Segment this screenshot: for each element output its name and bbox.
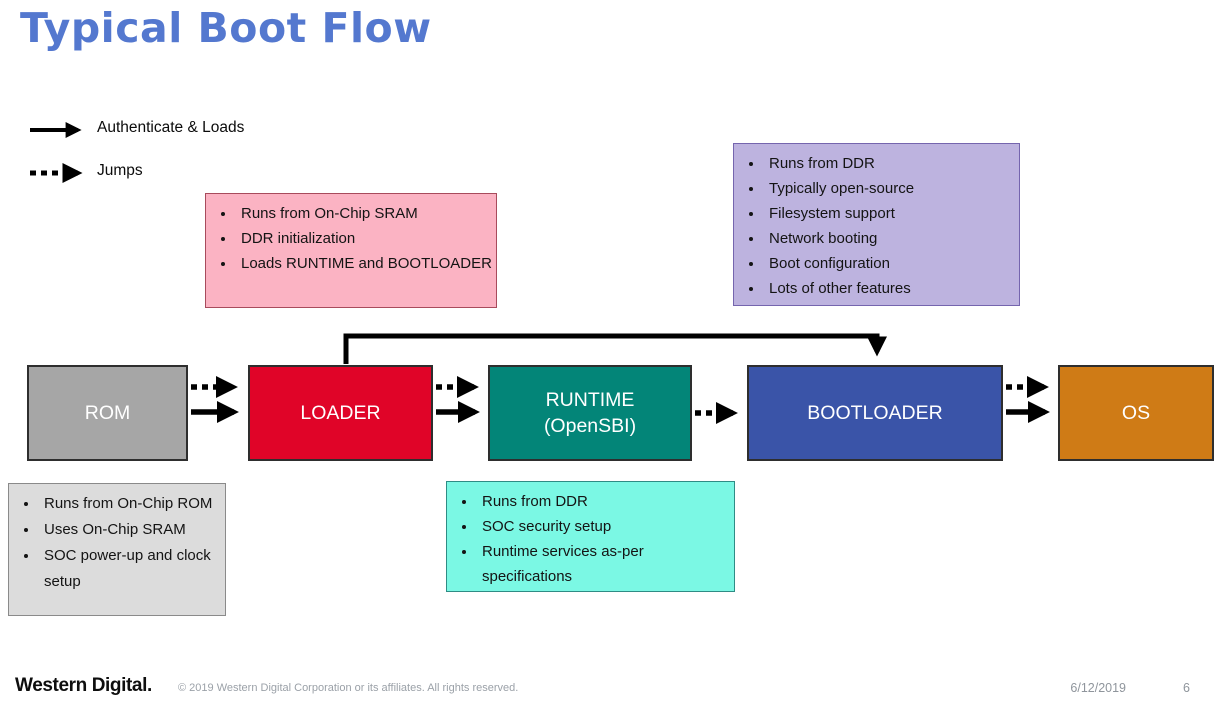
- bullet-item: Runtime services as-per specifications: [477, 539, 734, 589]
- flow-box-runtime: RUNTIME (OpenSBI): [488, 365, 692, 461]
- bullet-item: Uses On-Chip SRAM: [39, 517, 225, 543]
- bullet-item: Runs from DDR: [764, 151, 1019, 176]
- flow-box-os-label: OS: [1121, 401, 1151, 424]
- callout-runtime-list: Runs from DDR SOC security setup Runtime…: [447, 489, 734, 589]
- bullet-item: Filesystem support: [764, 201, 1019, 226]
- bullet-item: Loads RUNTIME and BOOTLOADER: [236, 251, 496, 276]
- arrow-auth-loader-bootloader: [343, 333, 887, 364]
- flow-box-bootloader-label: BOOTLOADER: [807, 401, 943, 424]
- footer-page-number: 6: [1183, 681, 1190, 695]
- bullet-item: Boot configuration: [764, 251, 1019, 276]
- callout-bootloader-notes: Runs from DDR Typically open-source File…: [733, 143, 1020, 306]
- page-title: Typical Boot Flow: [20, 4, 432, 52]
- bullet-item: Typically open-source: [764, 176, 1019, 201]
- legend-dotted-label: Jumps: [97, 162, 143, 179]
- callout-loader-list: Runs from On-Chip SRAM DDR initializatio…: [206, 201, 496, 276]
- callout-rom-list: Runs from On-Chip ROM Uses On-Chip SRAM …: [9, 491, 225, 595]
- flow-box-os: OS: [1058, 365, 1214, 461]
- flow-box-runtime-label: RUNTIME: [545, 388, 635, 411]
- western-digital-logo: Western Digital.: [15, 675, 152, 696]
- flow-box-rom: ROM: [27, 365, 188, 461]
- bullet-item: Network booting: [764, 226, 1019, 251]
- bullet-item: SOC power-up and clock setup: [39, 543, 225, 595]
- footer-copyright: © 2019 Western Digital Corporation or it…: [178, 682, 519, 694]
- flow-box-runtime-sublabel: (OpenSBI): [543, 415, 637, 437]
- bullet-item: Lots of other features: [764, 276, 1019, 301]
- bullet-item: Runs from DDR: [477, 489, 734, 514]
- callout-runtime-notes: Runs from DDR SOC security setup Runtime…: [446, 481, 735, 592]
- flow-box-rom-label: ROM: [84, 401, 131, 424]
- legend-solid-label: Authenticate & Loads: [97, 119, 245, 136]
- flow-box-bootloader: BOOTLOADER: [747, 365, 1003, 461]
- flow-box-loader: LOADER: [248, 365, 433, 461]
- footer-date: 6/12/2019: [1070, 681, 1126, 695]
- bullet-item: SOC security setup: [477, 514, 734, 539]
- flow-box-loader-label: LOADER: [300, 401, 381, 424]
- callout-bootloader-list: Runs from DDR Typically open-source File…: [734, 151, 1019, 301]
- bullet-item: Runs from On-Chip ROM: [39, 491, 225, 517]
- callout-rom-notes: Runs from On-Chip ROM Uses On-Chip SRAM …: [8, 483, 226, 616]
- bullet-item: Runs from On-Chip SRAM: [236, 201, 496, 226]
- bullet-item: DDR initialization: [236, 226, 496, 251]
- callout-loader-notes: Runs from On-Chip SRAM DDR initializatio…: [205, 193, 497, 308]
